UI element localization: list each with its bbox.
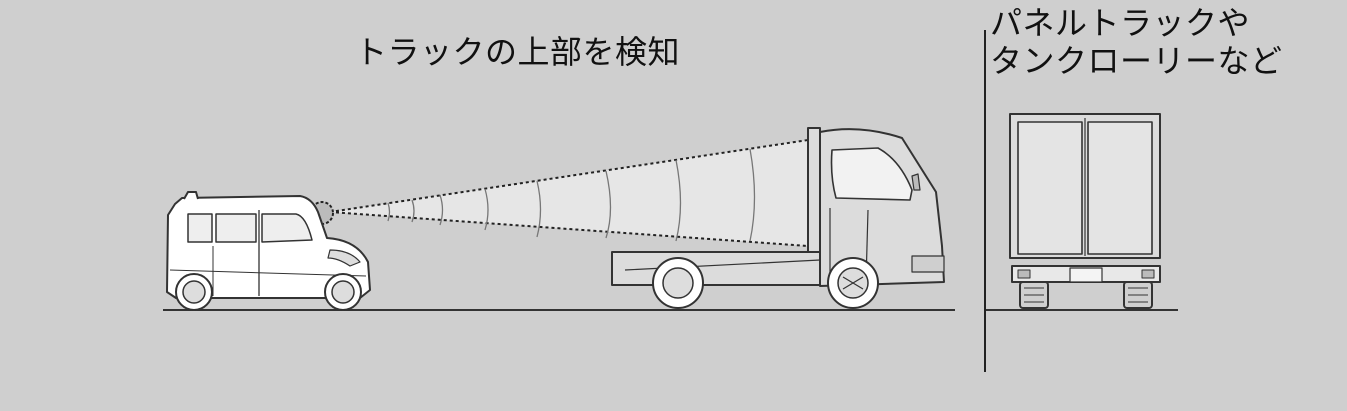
flatbed-truck-illustration — [611, 127, 945, 309]
detect-top-label: トラックの上部を検知 — [355, 33, 681, 71]
car-illustration — [166, 191, 371, 311]
panel-truck-illustration — [1009, 113, 1161, 309]
panel-truck-label-line2: タンクローリーなど — [990, 42, 1283, 80]
panel-truck-label-line1: パネルトラックや — [990, 4, 1251, 42]
panel-truck-label: パネルトラックや タンクローリーなど — [990, 4, 1283, 80]
detection-beam — [329, 139, 809, 247]
